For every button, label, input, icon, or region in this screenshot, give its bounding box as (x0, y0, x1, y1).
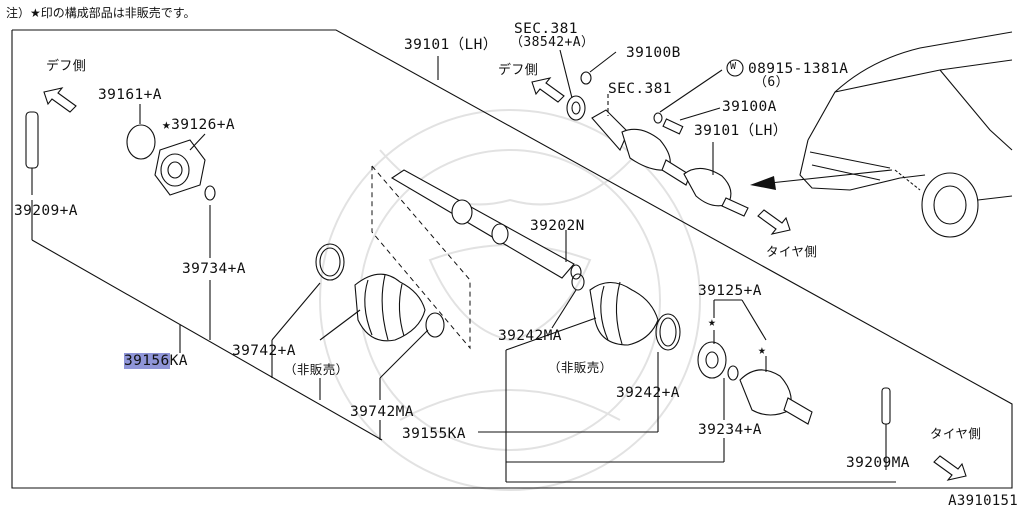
label-part-39100a[interactable]: 39100A (722, 99, 777, 115)
label-sec-381-a[interactable]: SEC.381 (514, 21, 578, 37)
w-marker (726, 59, 744, 77)
label-part-39126[interactable]: ★39126+A (162, 117, 236, 133)
label-part-39101-right[interactable]: 39101（LH） (694, 123, 788, 139)
label-part-39156[interactable]: 39156KA (124, 353, 188, 369)
band-39742a (315, 243, 345, 281)
arrow-diff-top (531, 77, 565, 103)
bolt-39100a (662, 118, 684, 135)
band-39242a (655, 313, 681, 351)
star-mark-right: ★ (758, 343, 767, 358)
bearing-39125 (697, 341, 727, 379)
label-part-39742a[interactable]: 39742+A (232, 343, 296, 359)
label-part-39156-suffix: KA (169, 353, 188, 369)
label-part-39734[interactable]: 39734+A (182, 261, 246, 277)
label-diff-side-left: デフ側 (46, 59, 87, 74)
label-part-39125[interactable]: 39125+A (698, 283, 762, 299)
car-silhouette (799, 31, 1013, 238)
frame-outline (11, 29, 1013, 489)
note-not-sold: 注）★印の構成部品は非販売です。 (6, 6, 196, 20)
band-39742ma (425, 312, 445, 338)
dashed-group-box (371, 165, 471, 350)
boot-band-tool-39209a (25, 111, 39, 195)
label-part-39209ma[interactable]: 39209MA (846, 455, 910, 471)
boot-band-tool-39209ma (881, 387, 891, 455)
cap-39161 (126, 124, 156, 160)
label-tire-side-mid: タイヤ側 (766, 244, 818, 259)
boot-39155-right (589, 281, 659, 346)
label-diff-side-top: デフ側 (498, 63, 539, 78)
watermark-emblem (319, 109, 701, 491)
drawing-code: A3910151 (948, 493, 1018, 509)
label-part-39202[interactable]: 39202N (530, 218, 585, 234)
label-part-39242a[interactable]: 39242+A (616, 385, 680, 401)
drive-shaft-39202 (390, 169, 582, 280)
car-arrow (750, 169, 893, 190)
label-part-39242ma[interactable]: 39242MA (498, 328, 562, 344)
nut-39100b (580, 71, 592, 85)
outer-joint-39125 (739, 369, 813, 425)
arrow-diff-left (43, 87, 77, 113)
label-part-39100b[interactable]: 39100B (626, 45, 681, 61)
star-mark-left: ★ (708, 315, 717, 330)
label-sec-381-b[interactable]: SEC.381 (608, 81, 672, 97)
label-tire-side-right: タイヤ側 (930, 426, 982, 441)
arrow-tire-mid (757, 209, 791, 235)
washer-08915 (653, 112, 663, 124)
shaft-assy-39101 (591, 109, 749, 217)
label-not-sold-2: （非販売） (548, 360, 613, 375)
label-part-39234[interactable]: 39234+A (698, 422, 762, 438)
label-qty-6: （6） (754, 75, 790, 90)
leader-lines (31, 49, 896, 483)
snap-ring-39734 (204, 185, 216, 201)
seal-38542 (566, 95, 586, 121)
boot-39155-left (354, 273, 426, 342)
arrow-tire-right (933, 455, 967, 481)
w-marker-label: W (730, 61, 737, 72)
label-part-38542[interactable]: （38542+A） (510, 35, 595, 50)
label-part-39156-highlight: 39156 (124, 353, 170, 369)
label-part-39742ma[interactable]: 39742MA (350, 404, 414, 420)
label-part-39161[interactable]: 39161+A (98, 87, 162, 103)
label-part-39155[interactable]: 39155KA (402, 426, 466, 442)
snap-ring-39242ma (571, 273, 585, 291)
label-part-39101-top[interactable]: 39101（LH） (404, 37, 498, 53)
label-part-39209a[interactable]: 39209+A (14, 203, 78, 219)
label-part-08915[interactable]: 08915-1381A (748, 61, 849, 77)
label-not-sold-1: （非販売） (284, 362, 349, 377)
snap-ring-39234 (727, 365, 739, 381)
housing-39126 (154, 139, 206, 196)
